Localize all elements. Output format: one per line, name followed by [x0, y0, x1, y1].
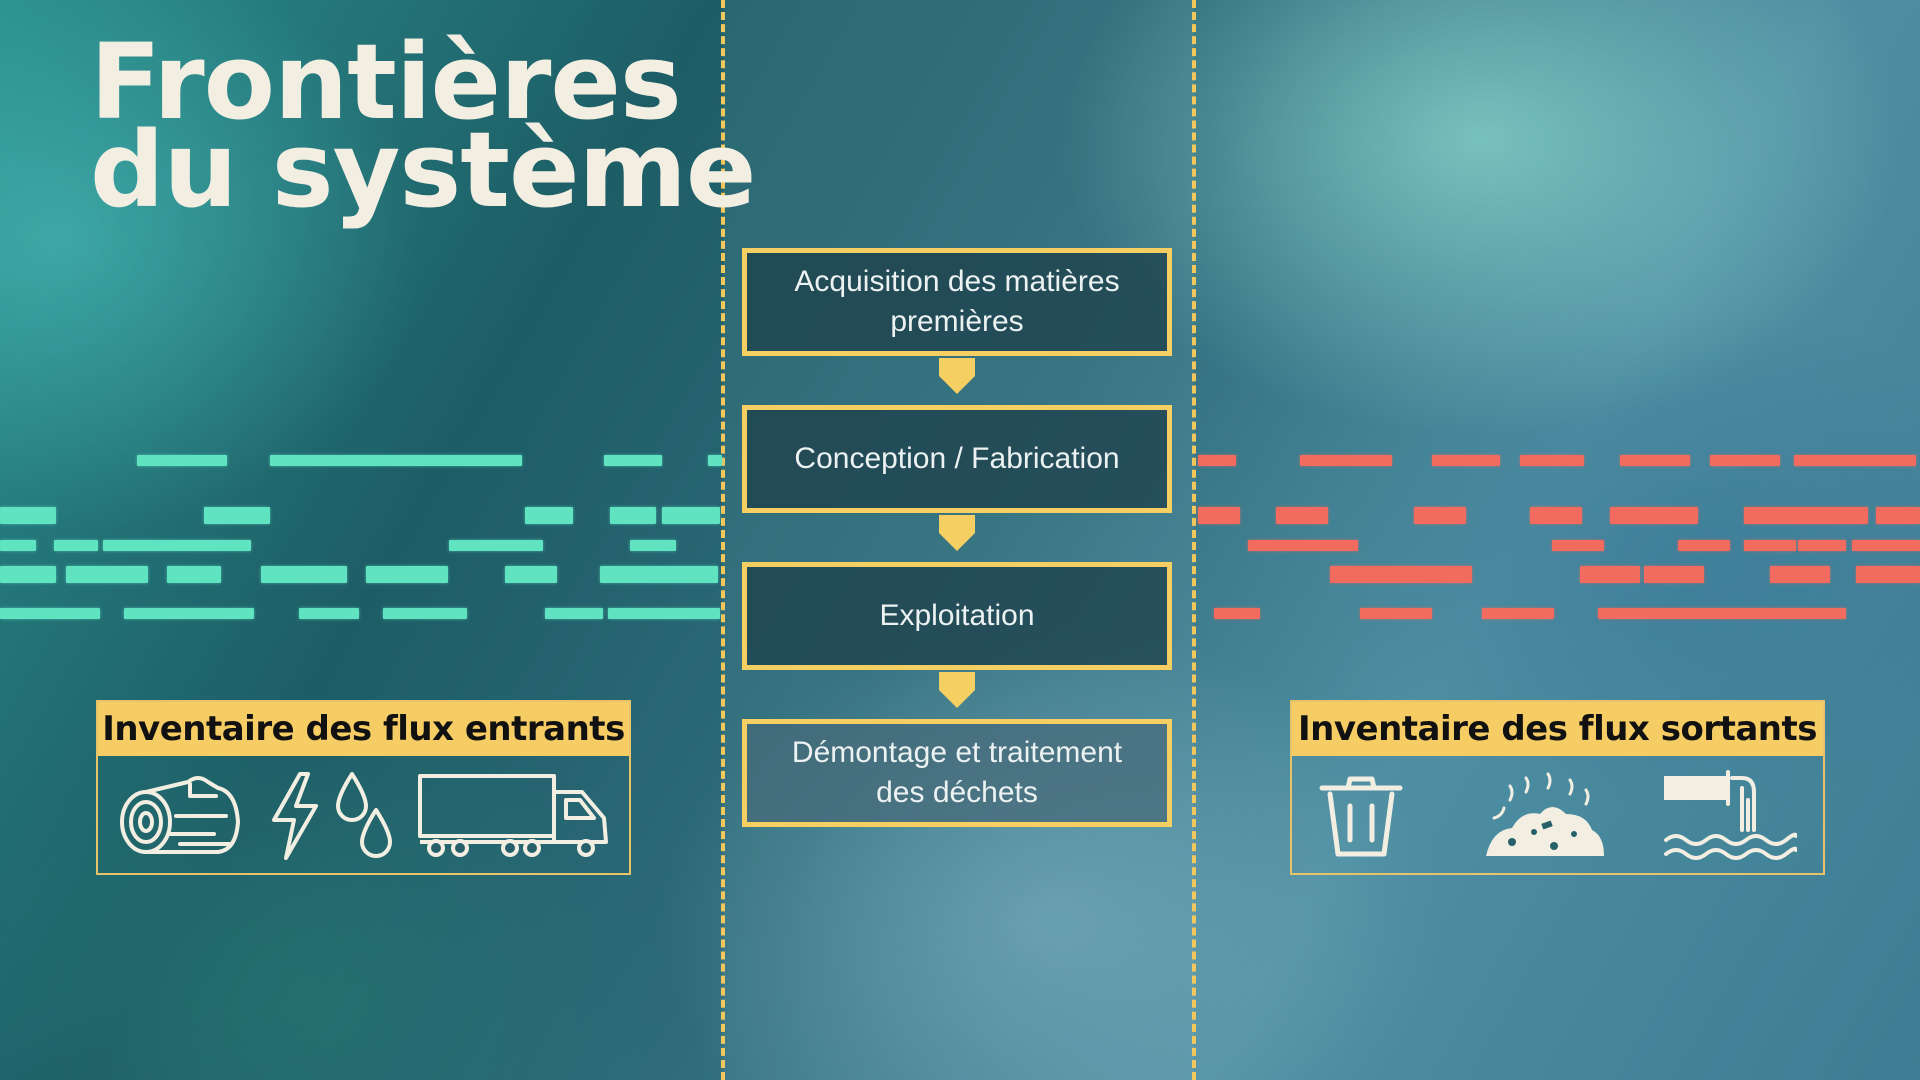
flow-streak: [1856, 566, 1920, 583]
flow-streak: [1610, 507, 1698, 524]
stage-label: Conception / Fabrication: [794, 442, 1120, 475]
input-inventory-panel: Inventaire des flux entrants: [96, 700, 631, 875]
flow-streak: [1744, 540, 1796, 551]
output-inventory-label: Inventaire des flux sortants: [1292, 702, 1823, 756]
output-flow-streaks: [1196, 455, 1920, 625]
flow-streak: [137, 455, 227, 466]
flow-streak: [1482, 608, 1554, 619]
input-flow-streaks: [0, 455, 722, 625]
stage-design-manufacturing: Conception / Fabrication: [742, 405, 1172, 513]
flow-streak: [1432, 455, 1500, 466]
flow-streak: [662, 507, 720, 524]
flow-streak: [54, 540, 98, 551]
flow-streak: [1580, 566, 1640, 583]
log-icon: [120, 776, 240, 854]
arrow-down-icon: [939, 358, 975, 394]
stage-label: Exploitation: [879, 599, 1035, 632]
truck-icon: [418, 774, 608, 857]
flow-streak: [1414, 507, 1466, 524]
flow-streak: [1330, 566, 1472, 583]
flow-streak: [1710, 455, 1780, 466]
flow-streak: [708, 455, 722, 466]
flow-streak: [1794, 455, 1916, 466]
discharge-pipe-icon: [1664, 770, 1797, 860]
flow-streak: [366, 566, 448, 583]
flow-streak: [167, 566, 221, 583]
flow-streak: [1198, 455, 1236, 466]
flow-streak: [1360, 608, 1432, 619]
input-inventory-label: Inventaire des flux entrants: [98, 702, 629, 756]
flow-streak: [505, 566, 557, 583]
flow-streak: [1520, 455, 1584, 466]
system-boundary-left: [721, 0, 725, 1080]
water-drops-icon: [336, 772, 392, 858]
flow-streak: [0, 507, 56, 524]
flow-streak: [1214, 608, 1260, 619]
output-inventory-panel: Inventaire des flux sortants: [1290, 700, 1825, 875]
lightning-icon: [272, 772, 318, 860]
stage-operation: Exploitation: [742, 562, 1172, 670]
flow-streak: [449, 540, 543, 551]
page-title: Frontières du système: [90, 21, 756, 231]
arrow-down-icon: [939, 672, 975, 708]
flow-streak: [66, 566, 148, 583]
flow-streak: [1620, 455, 1690, 466]
flow-streak: [0, 608, 100, 619]
flow-streak: [1248, 540, 1358, 551]
flow-streak: [1530, 507, 1582, 524]
flow-streak: [1770, 566, 1830, 583]
flow-streak: [103, 540, 251, 551]
stage-label: Démontage et traitement des déchets: [791, 736, 1123, 809]
trash-bin-icon: [1319, 776, 1403, 857]
stage-raw-material-acquisition: Acquisition des matières premières: [742, 248, 1172, 356]
flow-streak: [0, 540, 36, 551]
title-line-1: Frontières: [90, 21, 682, 143]
flow-streak: [261, 566, 347, 583]
flow-streak: [1678, 540, 1730, 551]
stage-dismantling-waste-treatment: Démontage et traitement des déchets: [742, 719, 1172, 827]
flow-streak: [608, 608, 720, 619]
flow-streak: [1300, 455, 1392, 466]
flow-streak: [1644, 566, 1704, 583]
system-boundary-right: [1192, 0, 1196, 1080]
flow-streak: [604, 455, 662, 466]
flow-streak: [383, 608, 467, 619]
flow-streak: [1744, 507, 1868, 524]
flow-streak: [204, 507, 270, 524]
waste-pile-icon: [1486, 772, 1604, 856]
arrow-down-icon: [939, 515, 975, 551]
flow-streak: [1798, 540, 1846, 551]
title-line-2: du système: [90, 109, 756, 231]
flow-streak: [1852, 540, 1920, 551]
flow-streak: [299, 608, 359, 619]
flow-streak: [0, 566, 56, 583]
flow-streak: [610, 507, 656, 524]
flow-streak: [1552, 540, 1604, 551]
flow-streak: [124, 608, 254, 619]
flow-streak: [545, 608, 603, 619]
flow-streak: [1598, 608, 1846, 619]
stage-label: Acquisition des matières premières: [794, 265, 1120, 338]
flow-streak: [1876, 507, 1920, 524]
flow-streak: [1198, 507, 1240, 524]
flow-streak: [525, 507, 573, 524]
flow-streak: [600, 566, 718, 583]
flow-streak: [1276, 507, 1328, 524]
flow-streak: [630, 540, 676, 551]
flow-streak: [270, 455, 522, 466]
